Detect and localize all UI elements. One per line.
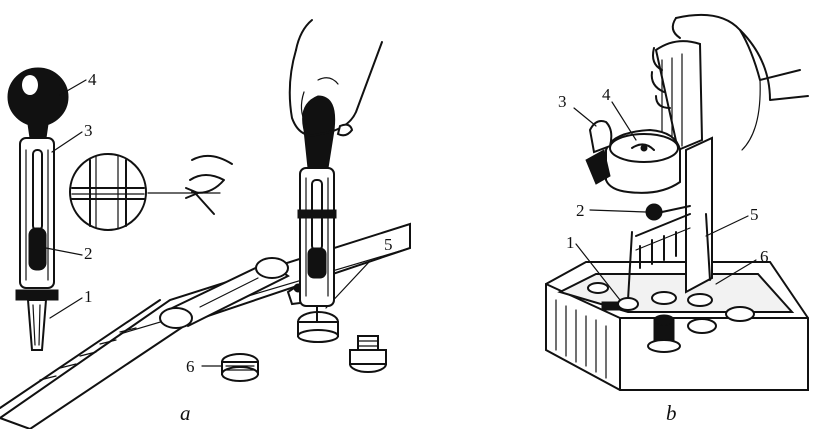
callout-b-3: 3 bbox=[558, 92, 567, 111]
caption-b: b bbox=[666, 401, 677, 425]
callout-b-2: 2 bbox=[576, 201, 585, 220]
hydrometer-icon bbox=[8, 68, 68, 350]
caption-a: a bbox=[180, 401, 191, 425]
hand-icon bbox=[290, 20, 382, 135]
battery-icon bbox=[0, 224, 410, 429]
callout-b-6: 6 bbox=[760, 247, 769, 266]
callout-a-3: 3 bbox=[84, 121, 93, 140]
panel-a: 4 3 2 1 bbox=[0, 20, 410, 429]
voltmeter-icon bbox=[586, 121, 680, 193]
callout-a-4: 4 bbox=[88, 70, 97, 89]
callout-a-6: 6 bbox=[186, 357, 195, 376]
filler-plug bbox=[222, 354, 258, 381]
hydrometer-in-use bbox=[298, 96, 336, 322]
callout-b-1: 1 bbox=[566, 233, 575, 252]
panel-b: 3 4 2 5 1 6 b bbox=[546, 15, 808, 425]
callout-a-5: 5 bbox=[384, 235, 393, 254]
rubber-bulb-icon bbox=[8, 68, 68, 126]
callout-a-1: 1 bbox=[84, 287, 93, 306]
eye-icon bbox=[148, 156, 232, 214]
callout-a-2: 2 bbox=[84, 244, 93, 263]
callout-b-4: 4 bbox=[602, 85, 611, 104]
callout-b-5: 5 bbox=[750, 205, 759, 224]
terminal-post bbox=[350, 336, 386, 372]
battery-icon bbox=[546, 262, 808, 390]
magnifier-detail bbox=[70, 154, 146, 230]
